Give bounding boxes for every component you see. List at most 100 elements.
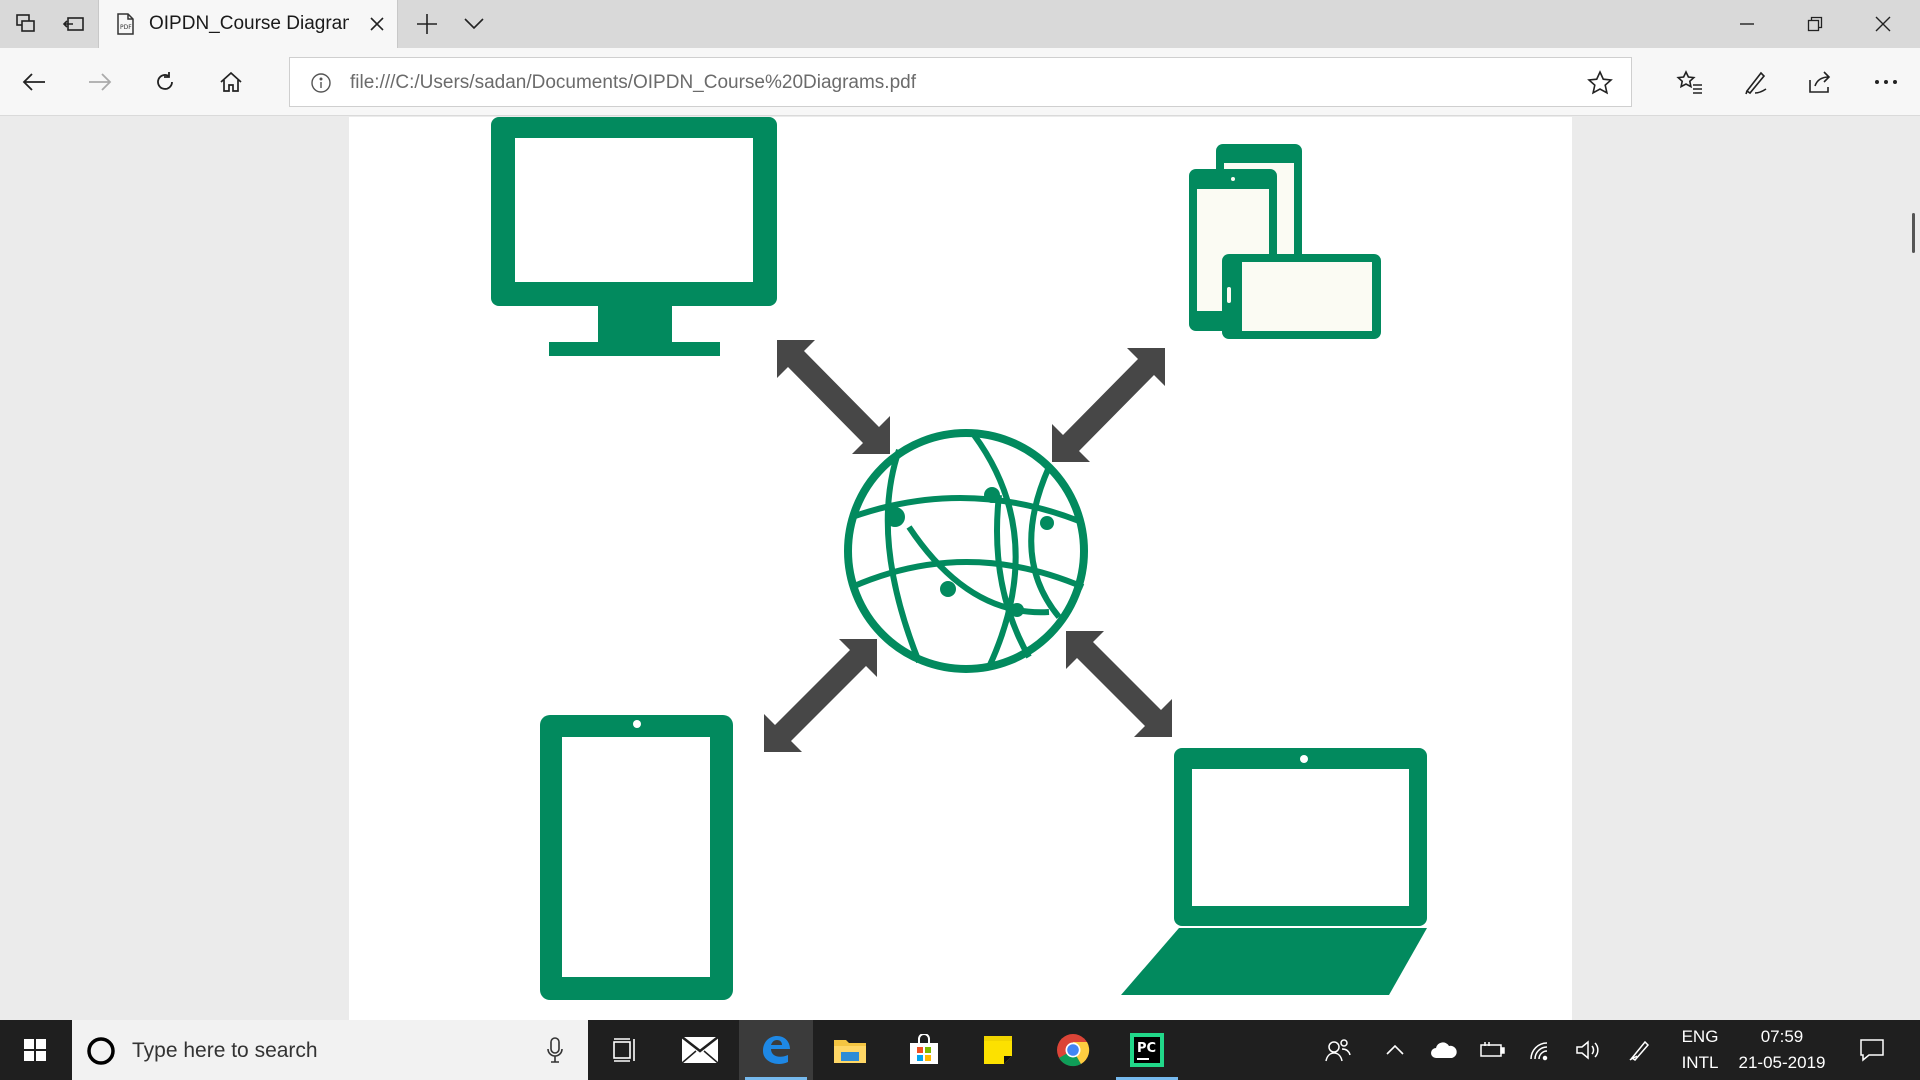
address-bar[interactable]: file:///C:/Users/sadan/Documents/OIPDN_C… (289, 57, 1632, 107)
pen-workspace-button[interactable] (1622, 1020, 1658, 1080)
vertical-scrollbar-thumb[interactable] (1912, 213, 1915, 253)
pen-workspace-icon (1629, 1040, 1650, 1061)
restore-button[interactable] (1790, 0, 1840, 48)
pdf-file-icon: PDF (117, 13, 134, 35)
onedrive-button[interactable] (1426, 1020, 1462, 1080)
share-button[interactable] (1796, 58, 1844, 106)
sticky-notes-button[interactable] (961, 1020, 1035, 1080)
show-hidden-icons-button[interactable] (1378, 1020, 1412, 1080)
minimize-button[interactable] (1722, 0, 1772, 48)
mail-app-button[interactable] (663, 1020, 737, 1080)
windows-taskbar: Type here to search PC (0, 1020, 1920, 1080)
refresh-button[interactable] (141, 58, 189, 106)
url-text[interactable]: file:///C:/Users/sadan/Documents/OIPDN_C… (350, 72, 917, 93)
cortana-circle-icon (87, 1037, 115, 1065)
store-icon (910, 1034, 938, 1064)
input-language-button[interactable]: ENG INTL (1670, 1020, 1730, 1080)
clock-date: 21-05-2019 (1738, 1053, 1826, 1072)
arrow-tablet-globe (764, 639, 877, 752)
task-view-icon (613, 1038, 635, 1062)
notification-icon (1860, 1039, 1884, 1062)
plus-icon (417, 14, 437, 34)
people-button[interactable] (1318, 1020, 1358, 1080)
set-tabs-aside-button[interactable] (52, 0, 96, 48)
people-icon (1325, 1039, 1351, 1062)
clock-button[interactable]: 07:59 21-05-2019 (1732, 1020, 1832, 1080)
pycharm-button[interactable]: PC (1110, 1020, 1184, 1080)
tab-strip: PDF OIPDN_Course Diagram (0, 0, 1920, 48)
pycharm-icon: PC (1130, 1033, 1164, 1067)
chrome-button[interactable] (1036, 1020, 1110, 1080)
home-button[interactable] (207, 58, 255, 106)
open-app-indicator (1116, 1077, 1178, 1080)
language-code: ENG (1681, 1027, 1719, 1046)
tab-active[interactable]: PDF OIPDN_Course Diagram (98, 0, 398, 48)
sticky-notes-icon (984, 1036, 1012, 1064)
close-icon (370, 17, 384, 31)
tab-set-aside-list-button[interactable] (4, 0, 48, 48)
start-button[interactable] (0, 1020, 70, 1080)
arrow-monitor-globe (777, 340, 890, 454)
favorites-list-icon (1676, 70, 1702, 94)
microphone-icon[interactable] (546, 1037, 564, 1063)
arrow-mobile-globe (1052, 348, 1165, 462)
onedrive-cloud-icon (1431, 1042, 1457, 1058)
mobile-devices-icon (1189, 144, 1381, 339)
battery-button[interactable] (1474, 1020, 1510, 1080)
file-explorer-button[interactable] (813, 1020, 887, 1080)
battery-plug-icon (1480, 1042, 1505, 1057)
share-icon (1809, 71, 1831, 93)
globe-network-icon (844, 429, 1088, 673)
chrome-icon (1057, 1034, 1090, 1067)
volume-button[interactable] (1570, 1020, 1606, 1080)
favorites-hub-button[interactable] (1666, 58, 1714, 106)
action-center-button[interactable] (1846, 1020, 1898, 1080)
tab-close-button[interactable] (359, 6, 395, 42)
close-window-button[interactable] (1858, 0, 1908, 48)
back-button[interactable] (10, 58, 58, 106)
pdf-viewer-area (0, 117, 1920, 1020)
svg-text:PDF: PDF (120, 24, 132, 31)
edge-app-button[interactable] (739, 1020, 813, 1080)
active-app-indicator (745, 1077, 807, 1080)
taskbar-search-box[interactable]: Type here to search (72, 1020, 588, 1080)
arrow-right-icon (89, 73, 112, 91)
more-dots-icon (1875, 80, 1897, 84)
tabs-overview-icon (16, 14, 35, 32)
pen-icon (1745, 71, 1767, 95)
desktop-monitor-icon (491, 117, 777, 356)
settings-more-button[interactable] (1862, 58, 1910, 106)
arrow-left-icon (22, 73, 45, 91)
set-aside-icon (62, 17, 84, 31)
chevron-up-icon (1386, 1045, 1404, 1055)
tablet-icon (540, 715, 733, 1000)
speaker-icon (1576, 1040, 1599, 1060)
forward-button[interactable] (76, 58, 124, 106)
mail-icon (681, 1036, 719, 1064)
svg-text:PC: PC (1137, 1041, 1156, 1056)
restore-icon (1807, 16, 1823, 32)
network-diagram (491, 117, 1427, 1000)
tab-preview-toggle-button[interactable] (452, 0, 496, 48)
close-icon (1875, 16, 1891, 32)
arrow-laptop-globe (1066, 631, 1172, 737)
laptop-icon (1121, 748, 1427, 995)
edge-icon (763, 1036, 790, 1064)
tab-title: OIPDN_Course Diagram (149, 13, 349, 34)
clock-time: 07:59 (1760, 1027, 1804, 1046)
favorite-star-icon[interactable] (1587, 70, 1613, 96)
task-view-button[interactable] (588, 1020, 662, 1080)
keyboard-layout: INTL (1681, 1053, 1719, 1072)
windows-logo-icon (24, 1039, 46, 1061)
add-notes-button[interactable] (1732, 58, 1780, 106)
store-button[interactable] (887, 1020, 961, 1080)
pdf-page (349, 117, 1572, 1020)
info-icon (311, 73, 331, 93)
minimize-icon (1740, 23, 1754, 25)
new-tab-button[interactable] (402, 0, 452, 48)
chevron-down-icon (464, 18, 484, 30)
network-button[interactable] (1522, 1020, 1558, 1080)
refresh-icon (157, 72, 173, 90)
navigation-bar: file:///C:/Users/sadan/Documents/OIPDN_C… (0, 48, 1920, 116)
home-icon (220, 71, 242, 92)
